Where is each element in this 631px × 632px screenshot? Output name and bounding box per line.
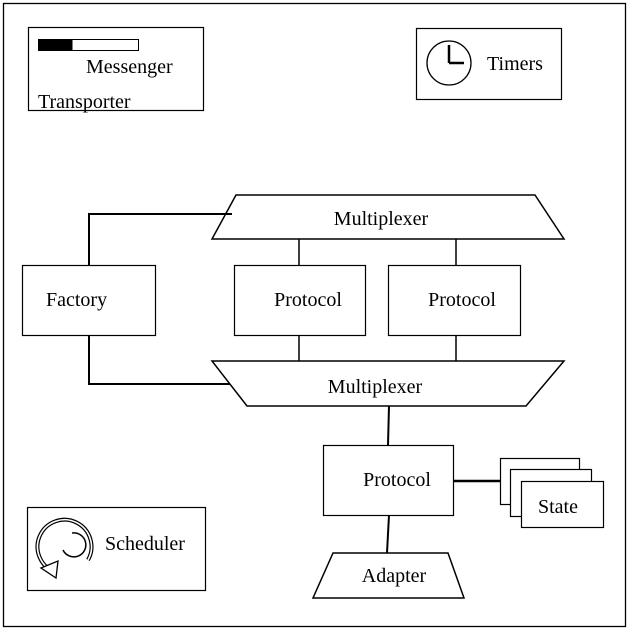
top-multiplexer: Multiplexer bbox=[210, 194, 566, 240]
scheduler-label: Scheduler bbox=[105, 533, 185, 555]
protocol-right-label: Protocol bbox=[428, 289, 496, 311]
protocol-right-box: Protocol bbox=[387, 264, 522, 337]
state-stack: State bbox=[499, 457, 605, 529]
factory-top-connector bbox=[88, 213, 232, 265]
bottom-multiplexer: Multiplexer bbox=[210, 360, 566, 407]
protocol-lower-label: Protocol bbox=[363, 469, 431, 491]
timers-box: Timers bbox=[415, 27, 563, 101]
connector-multiplexer-protocol bbox=[387, 405, 390, 446]
transporter-label: Transporter bbox=[38, 91, 131, 113]
bottom-multiplexer-label: Multiplexer bbox=[328, 376, 423, 398]
protocol-lower-box: Protocol bbox=[322, 444, 455, 517]
protocol-left-box: Protocol bbox=[233, 264, 367, 337]
factory-label: Factory bbox=[46, 289, 107, 311]
cycle-arrow-icon bbox=[35, 517, 94, 580]
scheduler-box: Scheduler bbox=[26, 506, 207, 592]
factory-box: Factory bbox=[21, 264, 157, 337]
adapter-label: Adapter bbox=[362, 565, 427, 587]
adapter-box: Adapter bbox=[311, 552, 466, 599]
progress-bar-fill bbox=[38, 39, 73, 51]
clock-icon bbox=[426, 40, 472, 86]
timers-label: Timers bbox=[487, 53, 543, 75]
top-multiplexer-label: Multiplexer bbox=[334, 208, 429, 230]
factory-bottom-connector bbox=[88, 336, 233, 385]
protocol-left-label: Protocol bbox=[274, 289, 342, 311]
connector-protocol-adapter bbox=[386, 514, 390, 554]
messenger-label: Messenger bbox=[86, 56, 173, 78]
state-label: State bbox=[538, 496, 578, 518]
transporter-box: Messenger Transporter bbox=[27, 26, 205, 113]
